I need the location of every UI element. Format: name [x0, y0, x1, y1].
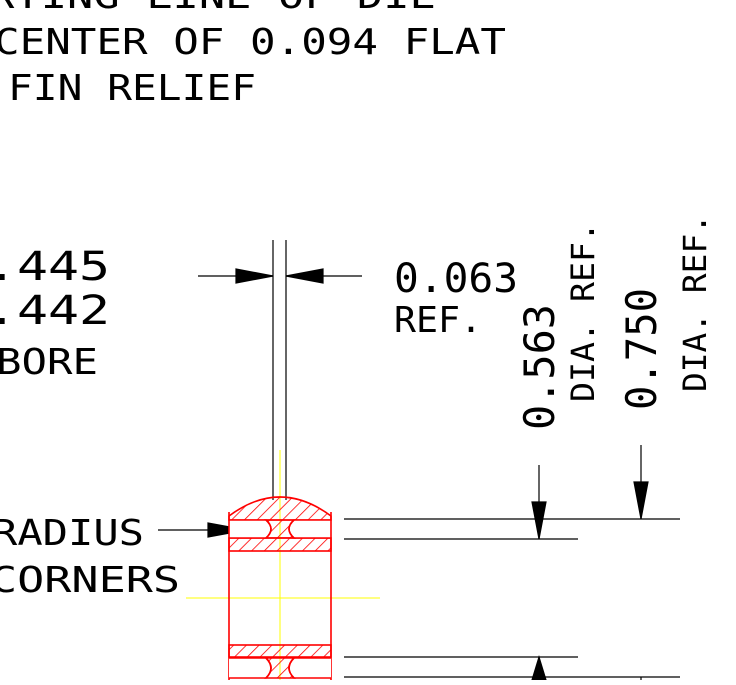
width-value: 0.063: [394, 256, 518, 302]
notes-block: RTING LINE OF DIE CENTER OF 0.094 FLAT F…: [0, 0, 506, 109]
bore-dimension: .445 .442 BORE: [0, 244, 110, 383]
top-band-hatch: [228, 537, 332, 552]
dia-small-ref: DIA. REF.: [564, 222, 602, 402]
radius-leader: [158, 522, 247, 538]
bore-max-value: .445: [0, 244, 110, 290]
bore-label: BORE: [0, 342, 98, 383]
width-dimension: [198, 240, 362, 500]
bottom-slot-right: [288, 657, 331, 679]
diameter-dimensions: [344, 445, 680, 681]
top-slot-left: [229, 519, 272, 539]
arrowhead-right: [285, 268, 324, 284]
bore-min-value: .442: [0, 288, 110, 334]
radius-label: RADIUS: [0, 513, 144, 554]
top-web-hatch: [263, 519, 297, 539]
bottom-slot-left: [229, 657, 272, 679]
width-ref: REF.: [394, 300, 482, 341]
top-slot-right: [288, 519, 331, 539]
arrowhead-small-top: [531, 501, 547, 540]
note-line-3: FIN RELIEF: [8, 68, 256, 109]
bottom-band-hatch: [228, 644, 332, 658]
note-line-2: CENTER OF 0.094 FLAT: [0, 22, 506, 63]
arrowhead-large-top: [633, 481, 649, 520]
dia-small-value: 0.563: [515, 304, 564, 430]
centerlines: [186, 450, 380, 680]
note-line-1: RTING LINE OF DIE: [0, 0, 436, 17]
arrowhead-small-bottom: [531, 654, 547, 681]
bottom-web-hatch: [264, 657, 296, 679]
part-section: [228, 496, 332, 680]
dia-large-ref: DIA. REF.: [676, 214, 714, 392]
arrowhead-left: [235, 268, 274, 284]
radius-arrowhead: [207, 522, 247, 538]
dia-large-value: 0.750: [617, 288, 666, 410]
corners-label: CORNERS: [0, 560, 180, 601]
top-cap-hatch: [228, 496, 332, 521]
